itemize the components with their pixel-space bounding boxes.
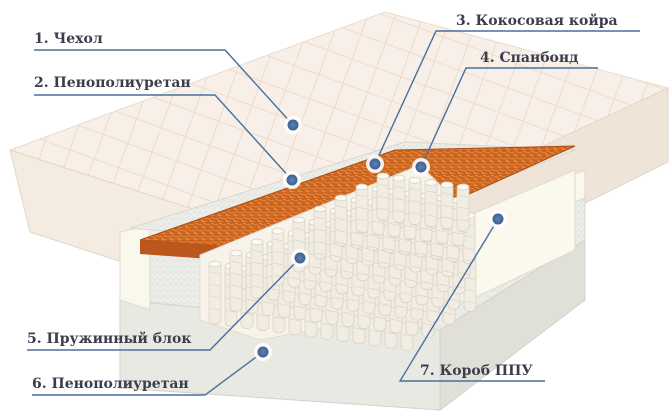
label-foam-bottom: 6. Пенополиуретан — [32, 376, 189, 392]
marker-spunbond — [412, 158, 430, 176]
label-coconut-coir: 3. Кокосовая койра — [456, 13, 618, 29]
callout-leaders — [27, 30, 640, 396]
spring-coil — [392, 174, 406, 225]
marker-foam-top — [283, 171, 301, 189]
spring-coil — [456, 183, 470, 234]
leader-line-coir — [374, 30, 640, 165]
leader-line-foam-top — [34, 94, 293, 181]
marker-spring-block — [291, 249, 309, 267]
leader-line-foam-bottom — [32, 351, 264, 396]
callout-markers — [254, 116, 507, 361]
spring-coil — [334, 194, 348, 247]
marker-foam-box — [489, 210, 507, 228]
label-cover: 1. Чехол — [34, 31, 103, 47]
marker-foam-bottom — [254, 343, 272, 361]
label-spunbond: 4. Спанбонд — [480, 50, 579, 66]
spring-coil — [408, 177, 422, 227]
leader-line-spring-block — [27, 257, 301, 351]
spring-coil — [424, 179, 438, 229]
marker-coir — [366, 155, 384, 173]
leader-line-cover — [34, 49, 294, 126]
leader-line-foam-box — [398, 218, 545, 382]
leader-line-spunbond — [420, 67, 598, 168]
label-foam-top: 2. Пенополиуретан — [34, 75, 191, 91]
spring-coil — [250, 238, 264, 299]
spring-block-coils — [208, 172, 477, 351]
spring-coil — [313, 205, 327, 260]
label-foam-box: 7. Короб ППУ — [420, 363, 533, 379]
spring-coil — [208, 260, 222, 325]
marker-cover — [284, 116, 302, 134]
spring-coil — [440, 181, 454, 232]
spring-coil — [376, 172, 390, 223]
spring-coil — [229, 249, 243, 312]
label-spring-block: 5. Пружинный блок — [27, 331, 192, 347]
spring-coil — [271, 227, 285, 286]
spring-coil — [355, 183, 369, 234]
